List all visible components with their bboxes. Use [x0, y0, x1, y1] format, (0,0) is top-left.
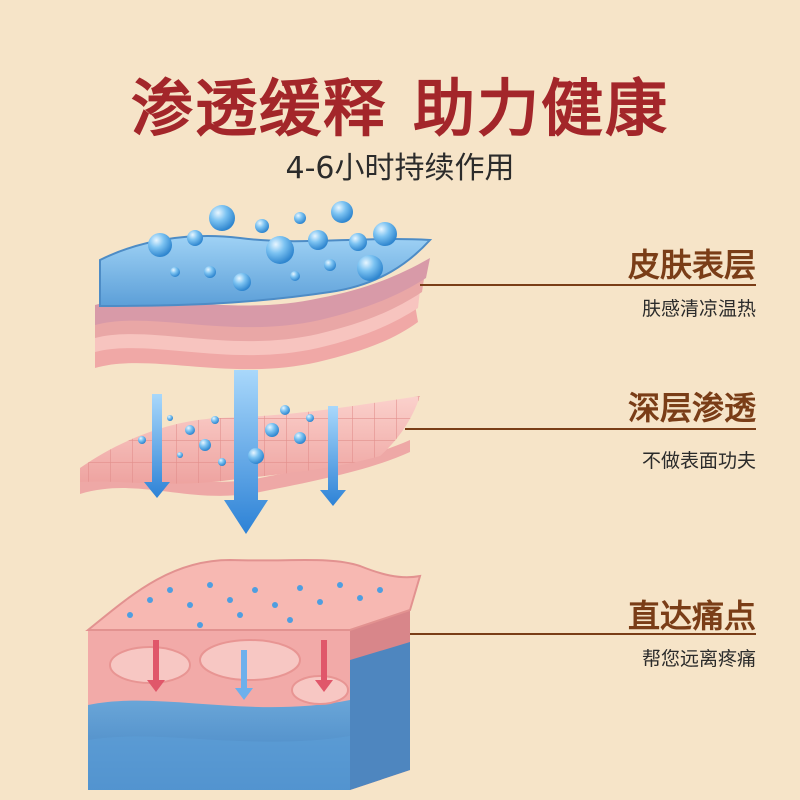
layer-3-subtitle: 帮您远离疼痛: [641, 648, 756, 670]
layer-1-divider: [420, 284, 756, 286]
headline-part2: 助力健康: [413, 72, 670, 145]
subheadline: 4-6小时持续作用: [285, 151, 515, 186]
layer-1-title: 皮肤表层: [627, 246, 756, 284]
tissue-block-graphic: [85, 558, 422, 790]
layer-1-subtitle: 肤感清凉温热: [641, 298, 756, 320]
layer-2-subtitle: 不做表面功夫: [641, 450, 756, 472]
layer-2-divider: [405, 428, 756, 430]
layer-3-divider: [410, 633, 756, 635]
penetration-droplets: [138, 405, 314, 466]
surface-bubbles: [148, 201, 397, 291]
penetration-arrows: [144, 370, 346, 534]
headline-part1: 渗透缓释: [130, 72, 387, 145]
penetration-layer-graphic: [80, 370, 420, 534]
headline: 渗透缓释助力健康: [0, 58, 800, 148]
layer-3-title: 直达痛点: [627, 597, 756, 635]
surface-layer-graphic: [95, 201, 433, 370]
tissue-droplets: [127, 582, 383, 628]
tissue-arrows: [147, 640, 333, 700]
layer-2-title: 深层渗透: [627, 389, 756, 427]
